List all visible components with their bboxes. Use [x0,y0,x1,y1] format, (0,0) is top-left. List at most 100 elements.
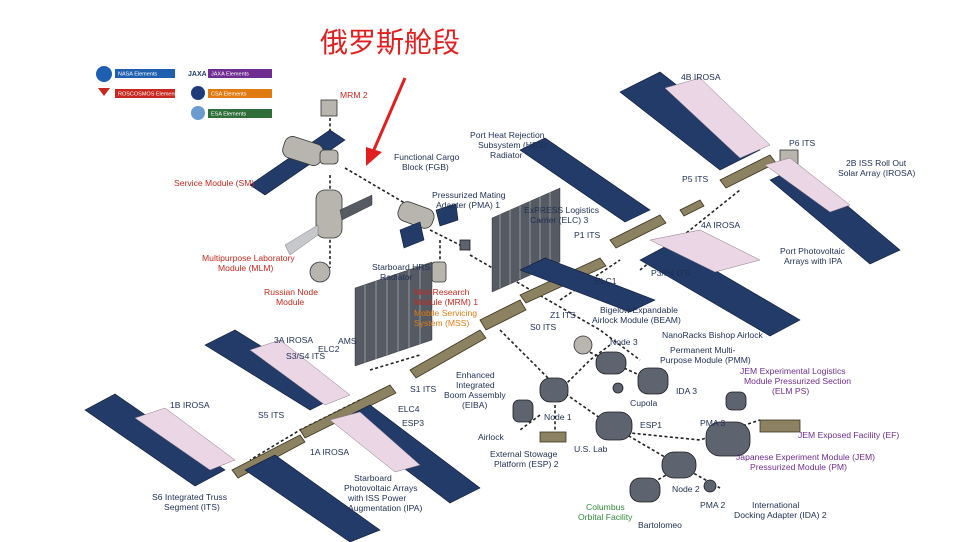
label-node3: Node 3 [610,337,638,347]
mlm-module [315,189,343,239]
label-cupola: Cupola [630,398,657,408]
4a-array-blue [639,243,801,337]
label-pmm-1: Permanent Multi- [670,345,736,355]
label-s0-its: S0 ITS [530,322,557,332]
columbus-module [629,477,661,503]
pma2 [703,479,717,493]
3a-irosa-pink [249,339,351,406]
esa-logo-icon [191,106,205,120]
fgb-array [399,221,425,249]
label-s6-its-2: Segment (ITS) [164,502,220,512]
legend-swatch-nasa [115,69,175,78]
label-airlock: Airlock [478,432,504,442]
russian-node-module [309,261,331,283]
label-esp2-1: External Stowage [490,449,558,459]
label-elc4: ELC4 [398,404,420,414]
title-arrow [366,77,407,166]
label-nanoracks: NanoRacks Bishop Airlock [662,330,763,340]
esp2 [539,431,567,443]
jaxa-logo-icon: JAXA [188,71,207,78]
port-array-upper [519,137,651,223]
mlm-array [339,194,373,221]
label-fgb-2: Block (FGB) [402,162,449,172]
label-elc3-2: Carrier (ELC) 3 [530,215,588,225]
label-eiba-2: Integrated [456,380,495,390]
label-p3p4-its: P3/P4 ITS [651,268,690,278]
label-elc2: ELC2 [318,344,340,354]
label-s1-its: S1 ITS [410,384,437,394]
jem-ef [759,419,801,433]
port-solar-arrays [519,71,901,337]
p5-truss [679,199,705,217]
label-esp2-2: Platform (ESP) 2 [494,459,559,469]
mrm1-module [431,261,447,283]
node2-module [661,451,697,479]
label-jem-pm-2: Pressurized Module (PM) [750,462,847,472]
4b-irosa-pink [664,77,771,159]
label-jem-elm-3: (ELM PS) [772,386,809,396]
starboard-solar-arrays [84,329,481,542]
label-p5-its: P5 ITS [682,174,709,184]
jem-elm-module [725,391,747,411]
label-1b-irosa: 1B IROSA [170,400,210,410]
legend-label-roscosmos: ROSCOSMOS Elements [118,92,179,98]
label-s3s4-its: S3/S4 ITS [286,351,325,361]
port-array-lower [519,257,656,313]
label-mrm2: MRM 2 [340,90,368,100]
label-us-lab: U.S. Lab [574,444,608,454]
label-esp3: ESP3 [402,418,424,428]
label-stbd-pv-3: with ISS Power [347,493,406,503]
label-2b-irosa-2: Solar Array (IROSA) [838,168,915,178]
label-4b-irosa: 4B IROSA [681,72,721,82]
node1-module [539,377,569,403]
label-port-pv-2: Arrays with IPA [784,256,842,266]
label-port-pv-1: Port Photovoltaic [780,246,846,256]
label-pma1-2: Adapter (PMA) 1 [436,200,500,210]
label-jem-elm-1: JEM Experimental Logistics [740,366,846,376]
label-esp1: ESP1 [640,420,662,430]
label-elc3-1: ExPRESS Logistics [524,205,599,215]
label-s6-its-1: S6 Integrated Truss [152,492,227,502]
label-p6-its: P6 ITS [789,138,816,148]
4a-irosa-pink [649,229,761,273]
us-lab-module [595,411,633,441]
mlm-radiator [284,224,319,256]
diagram-title: 俄罗斯舱段 [320,26,460,59]
label-s5-its: S5 ITS [258,410,285,420]
label-z1-its: Z1 ITS [550,310,576,320]
label-stbd-pv-1: Starboard [354,473,392,483]
label-jem-elm-2: Module Pressurized Section [744,376,851,386]
label-beam-1: Bigelow Expandable [600,305,678,315]
label-stbd-pv-4: Augmentation (IPA) [348,503,422,513]
label-jem-pm-1: Japanese Experiment Module (JEM) [736,452,875,462]
cupola [612,382,624,394]
1b-array-blue [84,393,226,487]
label-stbd-hrs-2: Radiator [380,272,413,282]
s0-truss [479,299,527,331]
label-pma1-1: Pressurized Mating [432,190,506,200]
label-eiba-4: (EIBA) [462,400,487,410]
label-bartolomeo: Bartolomeo [638,520,682,530]
1b-irosa-pink [134,407,236,471]
mrm2-module [320,99,338,117]
label-port-hrs-3: Radiator [490,150,523,160]
roscosmos-logo-icon [98,88,110,96]
fgb-module [397,201,435,229]
label-stbd-pv-2: Photovoltaic Arrays [344,483,418,493]
label-elc1: ELC1 [595,276,617,286]
jem-pm-module [705,421,751,457]
label-eiba-1: Enhanced [456,370,495,380]
legend-swatch-jaxa [208,69,272,78]
label-node1: Node 1 [544,412,572,422]
legend: NASA Elements ROSCOSMOS Elements JAXA JA… [96,66,272,120]
label-ida2-2: Docking Adapter (IDA) 2 [734,510,827,520]
component-labels: MRM 2 Service Module (SM) Multipurpose L… [152,72,915,530]
label-mlm-2: Module (MLM) [218,263,274,273]
label-columbus-1: Columbus [586,502,625,512]
label-1a-irosa: 1A IROSA [310,447,349,457]
pmm-module [637,367,669,395]
nasa-logo-icon [96,66,112,82]
label-columbus-2: Orbital Facility [578,512,633,522]
